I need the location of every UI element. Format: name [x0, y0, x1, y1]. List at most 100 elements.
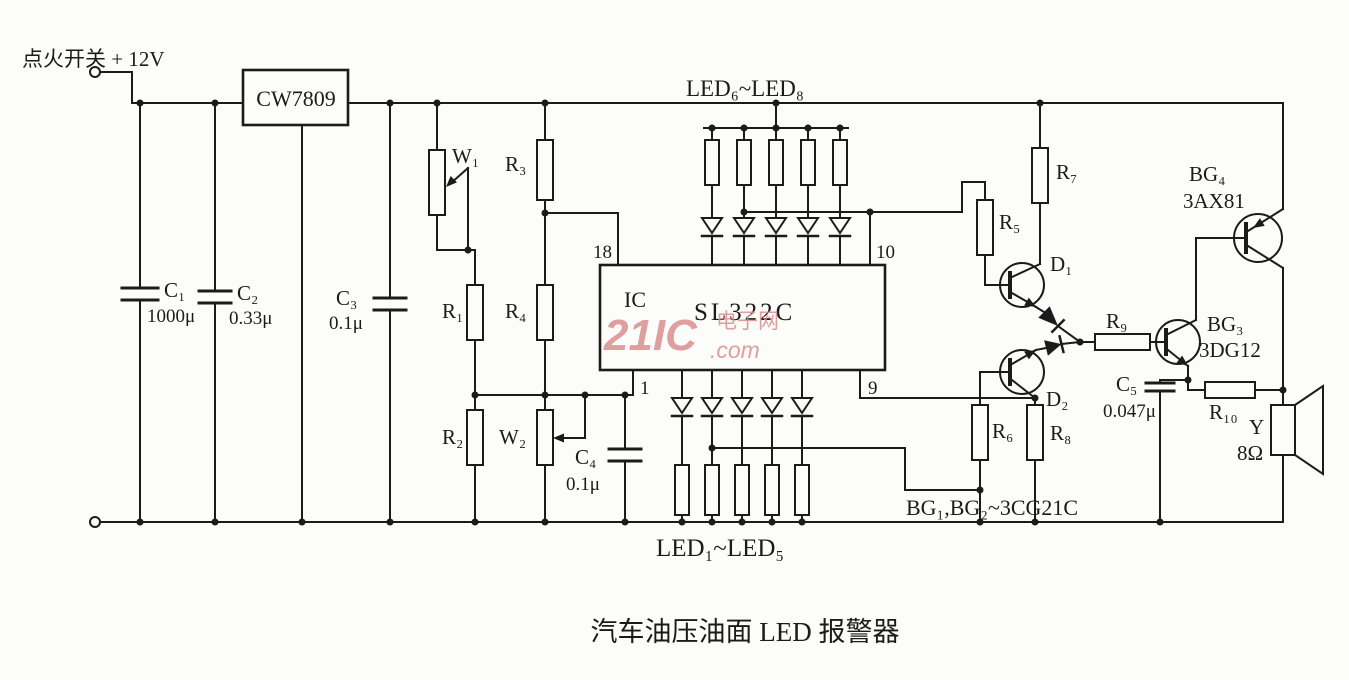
junction-dot [768, 518, 776, 526]
led-series-resistor [704, 464, 720, 516]
junction-dot [621, 391, 629, 399]
transistor-bg4 [1233, 207, 1285, 270]
diode-d2 [1034, 334, 1082, 356]
r7-ref-label: R₇ [1056, 160, 1077, 184]
voltage-regulator: CW7809 [241, 68, 350, 127]
capacitor-c2-plates [197, 289, 233, 305]
regulator-label: CW7809 [256, 86, 335, 111]
r4-ref-label: R₄ [505, 299, 526, 323]
led-series-resistor [764, 464, 780, 516]
r6-ref-label: R₆ [992, 419, 1013, 443]
transistor-body [999, 262, 1045, 308]
w1-ref-label: W₁ [452, 144, 479, 168]
emitter-arrowhead [1253, 218, 1265, 228]
led-series-resistor [736, 139, 752, 186]
ic-sl322c: IC SL322C 18 1 10 9 [593, 242, 895, 399]
capacitor-c5-plates [1144, 381, 1176, 393]
junction-dot [136, 99, 144, 107]
diode-triangle [1044, 340, 1062, 356]
w2-ref-label: W₂ [499, 425, 526, 449]
junction-dot [541, 209, 549, 217]
junction-dot [740, 124, 748, 132]
junction-dot [708, 124, 716, 132]
watermark-domain: .com [710, 337, 760, 363]
c4-ref-label: C₄ [575, 445, 596, 469]
capacitor-c4-plates [607, 447, 643, 463]
diode-cathode-bar [1058, 334, 1065, 354]
junction-dot [1076, 338, 1084, 346]
d2-ref-label: D₂ [1046, 387, 1069, 411]
junction-dot [471, 518, 479, 526]
ic-part-number: SL322C [694, 299, 795, 326]
c4-value-label: 0.1μ [566, 474, 600, 495]
wire-bias-network [436, 102, 634, 523]
resistor-r5-body [976, 199, 994, 256]
transistor-body [1233, 213, 1283, 263]
junction-dot [772, 124, 780, 132]
bg3-part-label: 3DG12 [1199, 338, 1261, 362]
diode-d1 [1034, 305, 1082, 344]
speaker-body [1270, 404, 1296, 456]
junction-dot [798, 518, 806, 526]
junction-dot [804, 124, 812, 132]
led-series-resistor [832, 139, 848, 186]
resistor-r6-body [971, 404, 989, 461]
potentiometer-w1-wiper-arrow [446, 166, 470, 187]
junction-dot [1279, 386, 1287, 394]
junction-dot [211, 99, 219, 107]
resistor-r10-body [1204, 381, 1256, 399]
junction-dot [836, 124, 844, 132]
d1-ref-label: D₁ [1050, 252, 1073, 276]
junction-dot [772, 99, 780, 107]
ic-pin-18: 18 [593, 242, 612, 263]
r1-ref-label: R₁ [442, 299, 463, 323]
r10-ref-label: R₁₀ [1209, 400, 1238, 424]
led-series-resistor [704, 139, 720, 186]
led-triangles [700, 217, 852, 235]
ic-pin-1: 1 [640, 378, 650, 399]
watermark-brand: 21IC [603, 311, 698, 360]
resistor-r8-body [1026, 404, 1044, 461]
resistor-r9-body [1094, 333, 1151, 351]
junction-dot [386, 518, 394, 526]
led-series-resistor [674, 464, 690, 516]
transistor-bg3 [1155, 318, 1201, 368]
junction-dot [1156, 518, 1164, 526]
regulator-body [241, 68, 350, 127]
resistor-r1-body [466, 284, 484, 341]
wiper-arrowhead [446, 176, 457, 187]
junction-dot [298, 518, 306, 526]
junction-dot [1031, 518, 1039, 526]
collector-emitter-leads [1010, 262, 1042, 309]
junction-dot [386, 99, 394, 107]
led-series-resistor [800, 139, 816, 186]
wire-input-filter-branches [139, 102, 391, 523]
c3-ref-label: C₃ [336, 286, 357, 310]
watermark: 21IC 电子网 .com [603, 309, 779, 363]
schematic-title: 汽车油压油面 LED 报警器 [591, 617, 900, 647]
c1-value-label: 1000μ [147, 306, 195, 327]
potentiometer-w2-wiper-arrow [553, 433, 564, 443]
junction-dot [1036, 99, 1044, 107]
speaker-cone [1294, 384, 1324, 476]
bg3-ref-label: BG₃ [1207, 312, 1244, 336]
junction-dot [866, 208, 874, 216]
resistor-r4-body [536, 284, 554, 341]
led-top-symbols [700, 217, 852, 238]
diode-leads [1034, 305, 1082, 344]
c5-ref-label: C₅ [1116, 372, 1137, 396]
junction-dot [708, 518, 716, 526]
r8-ref-label: R₈ [1050, 421, 1071, 445]
transistor-bg2 [999, 348, 1045, 400]
junction-dot [541, 518, 549, 526]
junction-dot [1031, 394, 1039, 402]
junction-dot [708, 444, 716, 452]
wiper-arrowhead [553, 433, 564, 443]
r3-ref-label: R₃ [505, 152, 526, 176]
resistor-bodies [428, 139, 1256, 516]
resistor-r3-body [536, 139, 554, 201]
junction-dot [471, 391, 479, 399]
watermark-site: 电子网 [716, 309, 779, 333]
c1-ref-label: C₁ [164, 278, 185, 302]
